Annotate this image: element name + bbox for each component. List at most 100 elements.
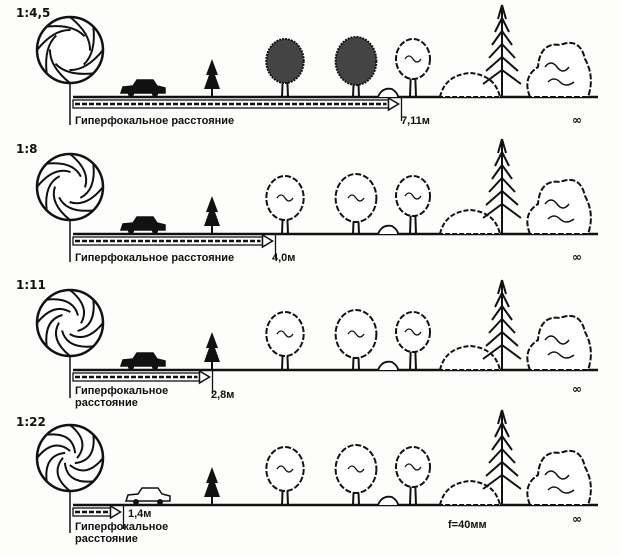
aperture-blade [36, 444, 71, 459]
tree-detail [404, 55, 422, 63]
diagram-row [35, 279, 598, 398]
aperture-label: 1:11 [16, 278, 46, 292]
hyperfocal-label: Гиперфокальное расстояние [75, 252, 234, 264]
tree-crown [334, 36, 378, 86]
car-icon [119, 216, 166, 234]
tall-fir-icon [482, 138, 522, 219]
aperture-blade [69, 186, 104, 205]
tree-icon [265, 311, 305, 371]
bush-detail [544, 470, 575, 494]
bush-icon [438, 71, 502, 98]
arrow-head [109, 504, 122, 520]
infinity-label: ∞ [572, 512, 582, 526]
distance-label: 2,8м [211, 389, 234, 401]
car-body [124, 487, 171, 502]
focal-length-label: f=40мм [448, 519, 487, 531]
aperture-blade [46, 433, 77, 454]
aperture-label: 1:22 [16, 415, 46, 429]
aperture-blade [58, 196, 94, 212]
distance-label: 7,11м [401, 115, 430, 127]
aperture-blade [45, 175, 61, 211]
aperture-blade [46, 162, 82, 178]
aperture-blade [69, 49, 104, 71]
bush-detail [544, 62, 575, 86]
shrub-icon [377, 360, 399, 371]
tree-detail [404, 192, 422, 200]
tree-icon [395, 38, 431, 98]
aperture-blade [69, 16, 91, 51]
aperture-blade [69, 457, 104, 472]
car-icon [119, 79, 166, 97]
distance-label: 1,4м [128, 508, 151, 520]
car-body [119, 79, 166, 94]
bush-icon [438, 208, 502, 235]
hyperfocal-label: Гиперфокальное расстояние [75, 115, 234, 127]
car-wheel [152, 364, 158, 370]
car-wheel [152, 228, 158, 234]
infinity-label: ∞ [572, 250, 582, 264]
bush-icon [438, 344, 502, 371]
aperture-blade [36, 308, 71, 324]
small-fir-icon [204, 467, 220, 497]
aperture-blade [55, 322, 71, 357]
aperture-blade [46, 298, 79, 316]
shrub-icon [377, 224, 399, 235]
tree-detail [347, 330, 365, 338]
aperture-blade [83, 26, 95, 66]
aperture-blade [56, 457, 71, 492]
diagram-row [35, 138, 598, 262]
tree-icon [334, 36, 378, 98]
car-wheel [152, 91, 158, 97]
car-icon [124, 487, 171, 505]
small-fir-icon [204, 59, 220, 89]
small-fir-icon [204, 196, 220, 226]
hyperfocal-label: расстояние [75, 397, 138, 409]
aperture-blade [45, 314, 63, 347]
tree-icon [395, 311, 431, 371]
car-body [119, 216, 166, 231]
tree-icon [265, 175, 305, 235]
aperture-blade [69, 322, 104, 338]
tree-icon [334, 309, 378, 371]
hyperfocal-label: расстояние [75, 533, 138, 545]
tall-fir-icon [482, 279, 522, 360]
aperture-blade [77, 299, 95, 332]
car-wheel [128, 228, 134, 234]
aperture-label: 1:8 [16, 142, 38, 156]
aperture-blade [61, 330, 94, 348]
aperture-blade [45, 34, 57, 74]
small-fir-icon [204, 332, 220, 362]
aperture-blade [69, 289, 85, 324]
tree-icon [265, 446, 305, 506]
shrub-icon [377, 87, 399, 98]
aperture-blade [63, 462, 94, 483]
diagram-row [35, 4, 598, 125]
car-wheel [133, 499, 139, 505]
aperture-blade [69, 424, 84, 459]
tree-detail [276, 330, 294, 338]
aperture-blade [36, 169, 71, 188]
aperture-blade [45, 451, 66, 482]
aperture-blade [69, 153, 88, 188]
tree-detail [347, 194, 365, 202]
arrow-head [198, 369, 211, 385]
car-body [119, 352, 166, 367]
aperture-blade [74, 434, 95, 465]
car-wheel [157, 499, 163, 505]
tree-icon [334, 444, 378, 506]
arrow-head [261, 233, 274, 249]
distance-label: 4,0м [272, 252, 295, 264]
bush-detail [544, 199, 575, 223]
tree-icon [395, 446, 431, 506]
tree-detail [347, 465, 365, 473]
hyperfocal-label: Гиперфокальное [75, 521, 168, 533]
aperture-label: 1:4,5 [16, 6, 50, 20]
aperture-blade [49, 49, 71, 84]
car-wheel [128, 91, 134, 97]
infinity-label: ∞ [572, 113, 582, 127]
car-wheel [128, 364, 134, 370]
tall-fir-icon [482, 409, 522, 490]
diagram-row [35, 409, 598, 533]
aperture-blade [52, 186, 71, 221]
